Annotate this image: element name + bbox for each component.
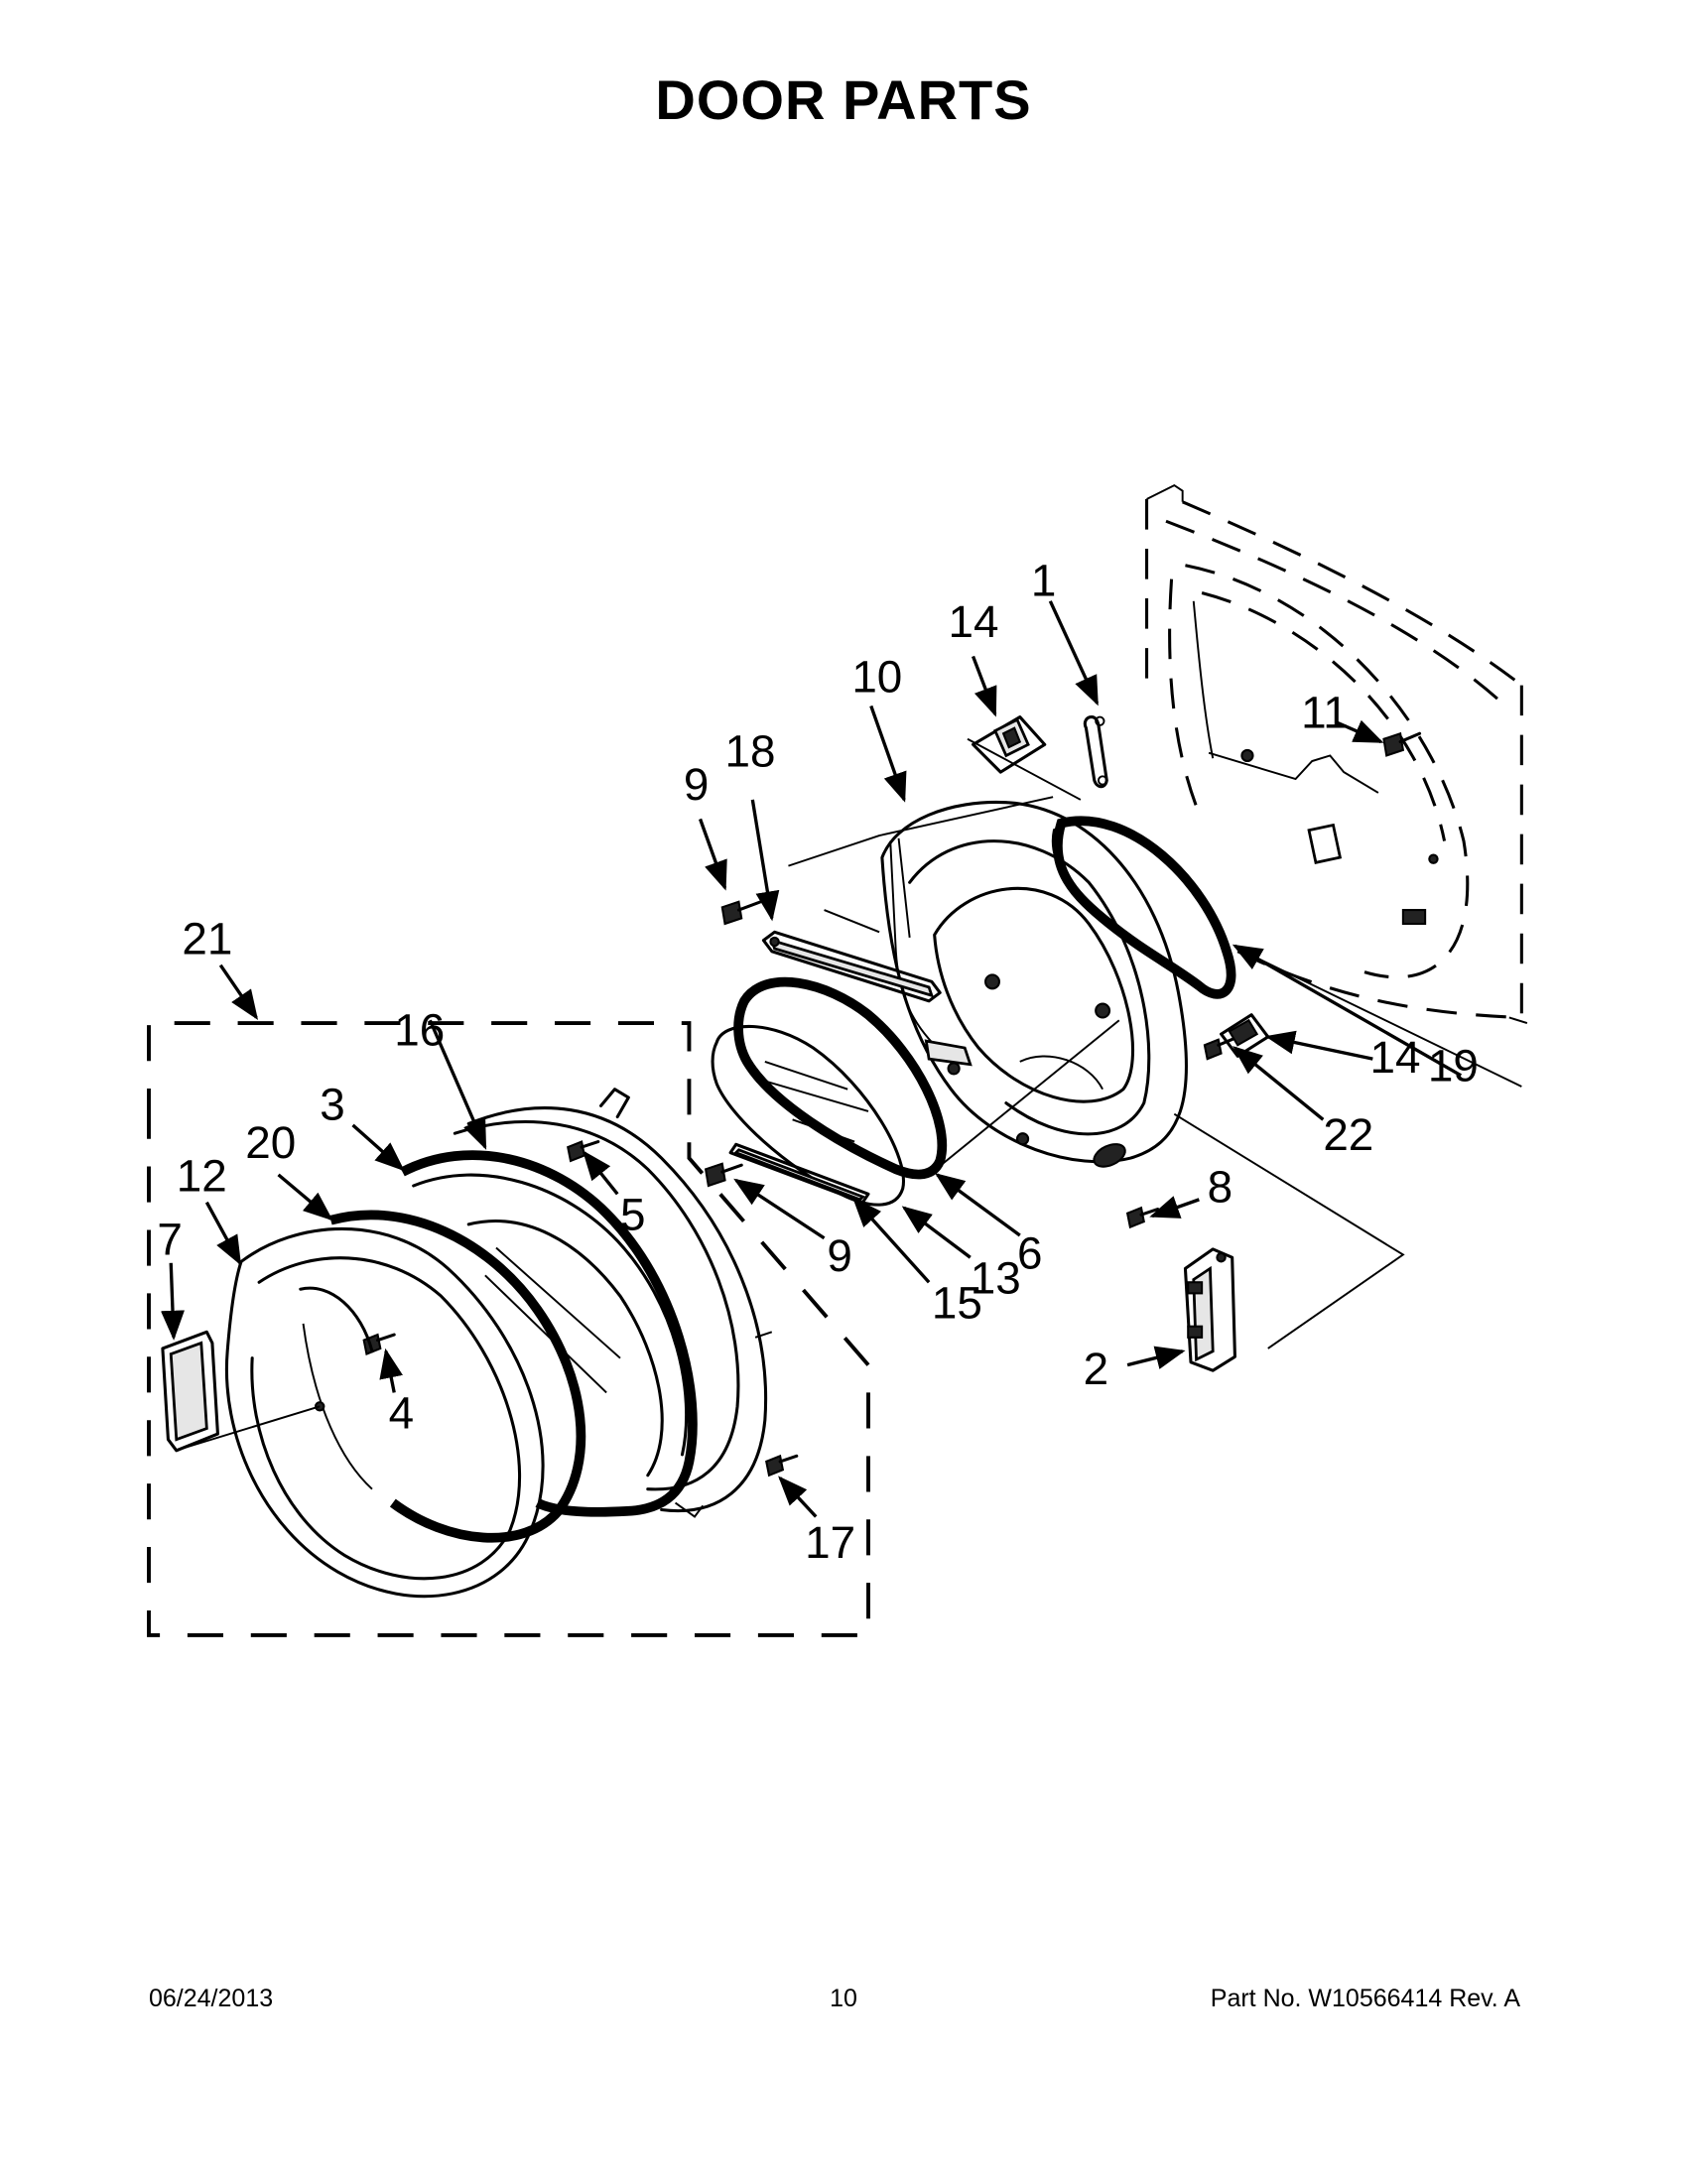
door-handle — [161, 1330, 321, 1453]
cabinet-front-panel — [1145, 483, 1528, 1024]
assembly-lines — [788, 737, 1522, 1349]
footer-date: 06/24/2013 — [149, 1985, 274, 2012]
callout-10: 10 — [851, 652, 902, 703]
callout-9-top: 9 — [684, 759, 709, 810]
callout-1: 1 — [1031, 555, 1056, 605]
callout-8: 8 — [1208, 1162, 1233, 1213]
door-hinge — [1183, 1247, 1236, 1372]
callout-20: 20 — [245, 1117, 296, 1168]
door-glass-gasket — [733, 976, 948, 1180]
callout-12: 12 — [177, 1151, 227, 1202]
page-title: DOOR PARTS — [655, 68, 1032, 131]
screw-9-bottom — [704, 1162, 743, 1188]
callout-18: 18 — [725, 726, 776, 777]
callout-16: 16 — [394, 1004, 445, 1055]
callout-3: 3 — [320, 1079, 344, 1129]
footer-part-number: Part No. W10566414 Rev. A — [1210, 1985, 1520, 2012]
callout-13: 13 — [971, 1252, 1021, 1303]
hinge-pin-part — [1083, 715, 1108, 789]
door-trim-ring-3 — [400, 1150, 698, 1517]
assembly-21-bracket — [147, 1021, 870, 1637]
callout-15: 15 — [932, 1277, 982, 1328]
callout-19: 19 — [1428, 1040, 1479, 1091]
hinge-reinforcement — [761, 930, 942, 1003]
callout-11: 11 — [1301, 688, 1349, 738]
door-outer-ring-12 — [224, 1226, 545, 1599]
door-outer-frame-16 — [453, 1088, 773, 1518]
callout-4: 4 — [389, 1388, 414, 1439]
callout-7: 7 — [157, 1214, 182, 1264]
handle-trim — [728, 1142, 870, 1205]
callout-2: 2 — [1084, 1344, 1108, 1394]
door-glass — [711, 1024, 906, 1207]
callout-5: 5 — [620, 1189, 645, 1239]
strike-part-lower — [1220, 1013, 1270, 1058]
callout-labels: 1 14 10 18 9 11 19 14 22 8 2 6 13 15 9 5… — [157, 555, 1479, 1568]
strike-part-top — [972, 715, 1047, 774]
callout-22: 22 — [1323, 1109, 1373, 1160]
callout-17: 17 — [805, 1517, 855, 1568]
callout-9-bottom: 9 — [827, 1230, 851, 1281]
callout-21: 21 — [182, 914, 232, 964]
screw-11 — [1382, 731, 1422, 757]
callout-14-top: 14 — [949, 596, 999, 647]
callout-6: 6 — [1017, 1227, 1042, 1278]
door-gasket-rear — [1051, 816, 1236, 999]
callout-14-lower: 14 — [1370, 1032, 1421, 1083]
inner-door-frame — [880, 800, 1189, 1168]
screw-5 — [567, 1139, 600, 1163]
leader-arrows — [161, 600, 1463, 1518]
door-inner-ring-20 — [329, 1210, 586, 1543]
screw-17 — [765, 1454, 799, 1477]
screw-9-top — [720, 900, 763, 926]
footer-page-number: 10 — [830, 1985, 857, 2012]
